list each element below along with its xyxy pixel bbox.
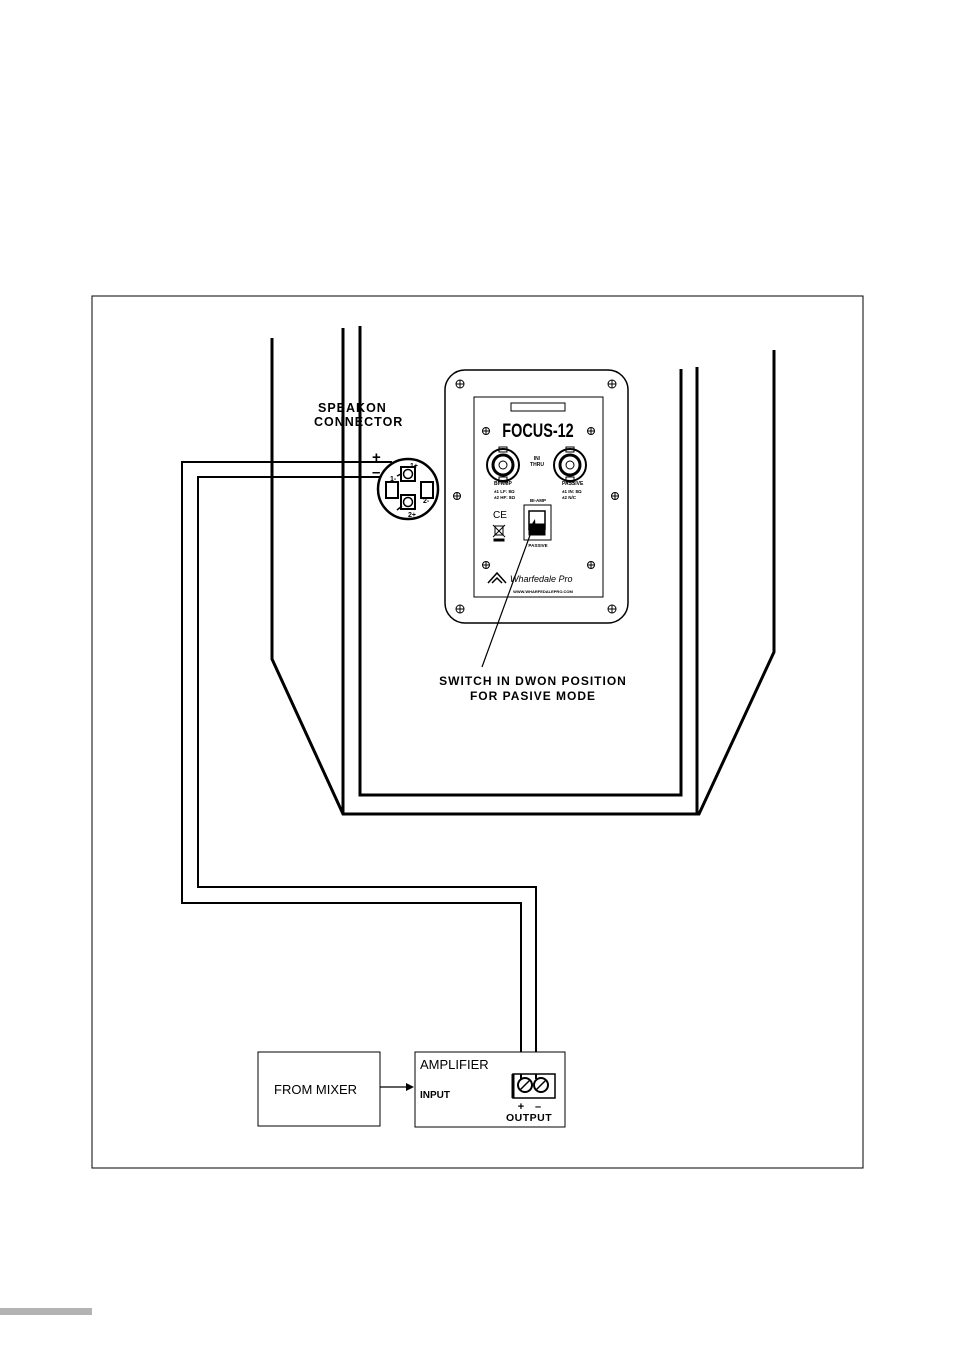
panel-model: FOCUS-12 [502, 419, 573, 442]
input-label: INPUT [420, 1090, 450, 1101]
speakon-connector: 1+ 1- 2- 2+ [378, 459, 438, 519]
output-label: OUTPUT [506, 1112, 552, 1124]
rear-panel: FOCUS-12 IN/ THRU BI-AMP ±1 LF: 8Ω ±2 HF… [445, 370, 628, 623]
speakon-label-line2: CONNECTOR [314, 415, 403, 429]
footer-bar [0, 1308, 92, 1315]
from-mixer-label: FROM MIXER [274, 1082, 357, 1097]
panel-switch-bottom: PASSIVE [528, 543, 547, 548]
panel-bi-amp: BI-AMP [494, 481, 512, 487]
pin-1plus-label: 1+ [410, 463, 418, 470]
panel-url: WWW.WHARFEDALEPRO.COM [513, 589, 573, 594]
speakon-label-line1: SPEAKON [318, 401, 387, 415]
pin-2plus-label: 2+ [408, 512, 416, 519]
panel-switch-top: BI-AMP [530, 498, 546, 503]
minus-label: – [372, 464, 380, 481]
panel-passive-spec1: ±1 IN: 8Ω [562, 489, 582, 494]
panel-bi-amp-spec1: ±1 LF: 8Ω [494, 489, 515, 494]
ce-mark: CE [493, 510, 507, 521]
input-arrow [380, 1083, 414, 1091]
output-terminal-block [513, 1074, 555, 1098]
switch-note-line2: FOR PASIVE MODE [470, 689, 596, 703]
pin-1minus-label: 1- [390, 476, 397, 483]
panel-in-thru-2: THRU [530, 462, 544, 468]
amplifier-label: AMPLIFIER [420, 1057, 489, 1072]
panel-passive: PASSIVE [562, 481, 584, 487]
switch-note-line1: SWITCH IN DWON POSITION [439, 674, 627, 688]
panel-passive-spec2: ±2 N/C [562, 495, 577, 500]
panel-bi-amp-spec2: ±2 HF: 8Ω [494, 495, 515, 500]
panel-brand: Wharfedale Pro [510, 574, 573, 584]
pin-2minus-label: 2- [423, 498, 430, 505]
